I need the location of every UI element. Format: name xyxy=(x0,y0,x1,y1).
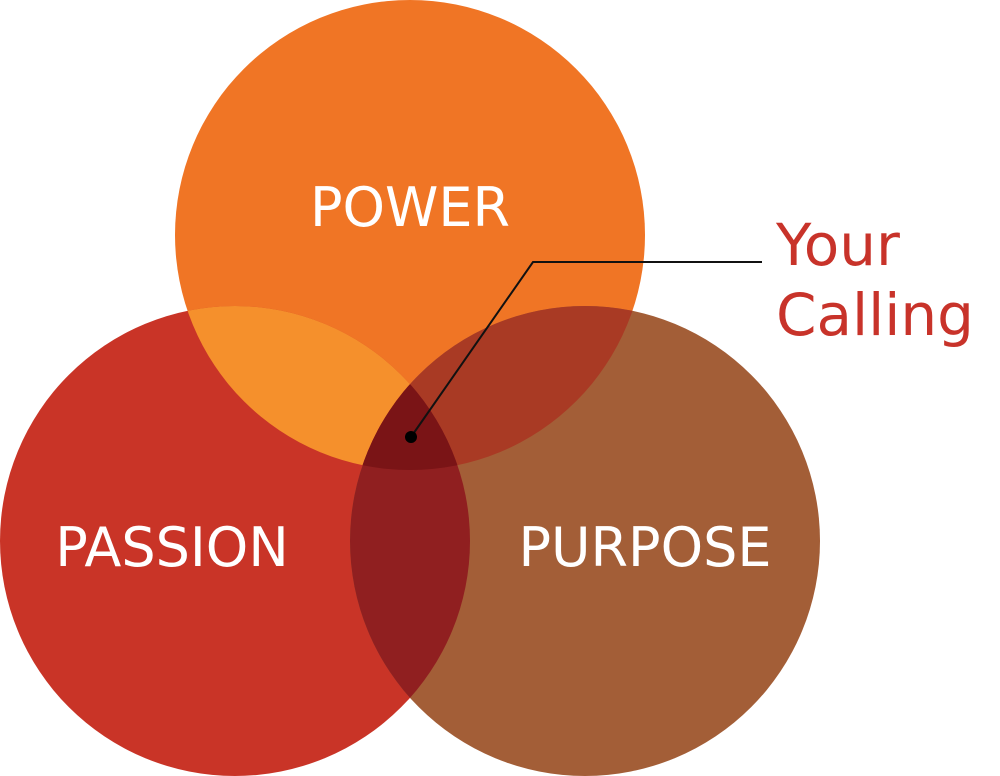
callout-line xyxy=(410,261,762,438)
your-calling-line2: Calling xyxy=(776,281,974,349)
power-passion-overlap xyxy=(175,306,470,470)
purpose-label: PURPOSE xyxy=(518,516,771,579)
callout-dot xyxy=(405,431,417,443)
your-calling-line1: Your xyxy=(775,211,900,279)
passion-label: PASSION xyxy=(55,516,288,579)
power-label: POWER xyxy=(310,176,510,239)
power-purpose-overlap xyxy=(350,306,645,470)
